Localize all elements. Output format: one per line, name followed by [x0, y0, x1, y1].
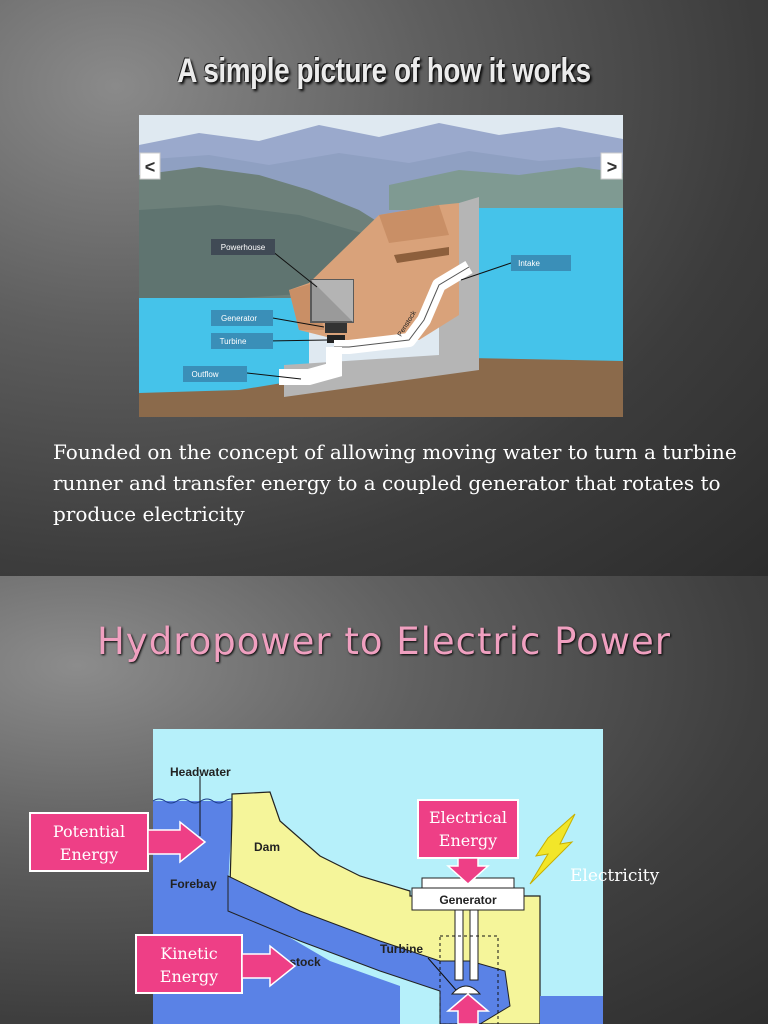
svg-text:Kinetic: Kinetic: [160, 944, 217, 963]
prev-button[interactable]: <: [139, 152, 161, 180]
label-generator: Generator: [211, 310, 273, 326]
svg-text:Intake: Intake: [518, 259, 540, 268]
label-generator: Generator: [439, 893, 497, 907]
label-intake: Intake: [511, 255, 571, 271]
chevron-left-icon: <: [145, 157, 156, 177]
svg-text:Generator: Generator: [221, 314, 257, 323]
hydropower-plant-illustration: Powerhouse Intake Generator Turbine Outf…: [139, 115, 623, 417]
label-dam: Dam: [254, 840, 280, 854]
slide-title: Hydropower to Electric Power: [96, 620, 671, 663]
callout-potential-energy: Potential Energy: [29, 812, 207, 872]
callout-kinetic-energy: Kinetic Energy: [135, 934, 297, 994]
next-button[interactable]: >: [600, 152, 623, 180]
lightning-icon: [529, 813, 576, 885]
slide-body-text: Founded on the concept of allowing movin…: [53, 440, 737, 526]
hydropower-energy-diagram: Generator Headwater Dam Forebay Turbine …: [29, 729, 660, 1024]
slide-1: A simple picture of how it works: [0, 0, 768, 576]
label-electricity: Electricity: [570, 866, 660, 886]
svg-text:Energy: Energy: [439, 831, 497, 850]
callout-electrical-energy: Electrical Energy: [417, 799, 519, 886]
arrow-up-icon: [445, 993, 491, 1024]
label-headwater: Headwater: [170, 765, 231, 779]
svg-text:Potential: Potential: [53, 822, 125, 841]
svg-text:Electrical: Electrical: [429, 808, 507, 827]
label-turbine: Turbine: [211, 333, 273, 349]
slide-title: A simple picture of how it works: [177, 52, 591, 90]
slide-2: Hydropower to Electric Power Generator H…: [0, 576, 768, 1024]
label-turbine: Turbine: [380, 942, 423, 956]
chevron-right-icon: >: [607, 157, 618, 177]
svg-text:Outflow: Outflow: [191, 370, 218, 379]
svg-text:Powerhouse: Powerhouse: [221, 243, 266, 252]
svg-text:Energy: Energy: [60, 845, 118, 864]
label-forebay: Forebay: [170, 877, 217, 891]
label-outflow: Outflow: [183, 366, 247, 382]
label-powerhouse: Powerhouse: [211, 239, 275, 255]
svg-text:Energy: Energy: [160, 967, 218, 986]
svg-text:Turbine: Turbine: [220, 337, 247, 346]
